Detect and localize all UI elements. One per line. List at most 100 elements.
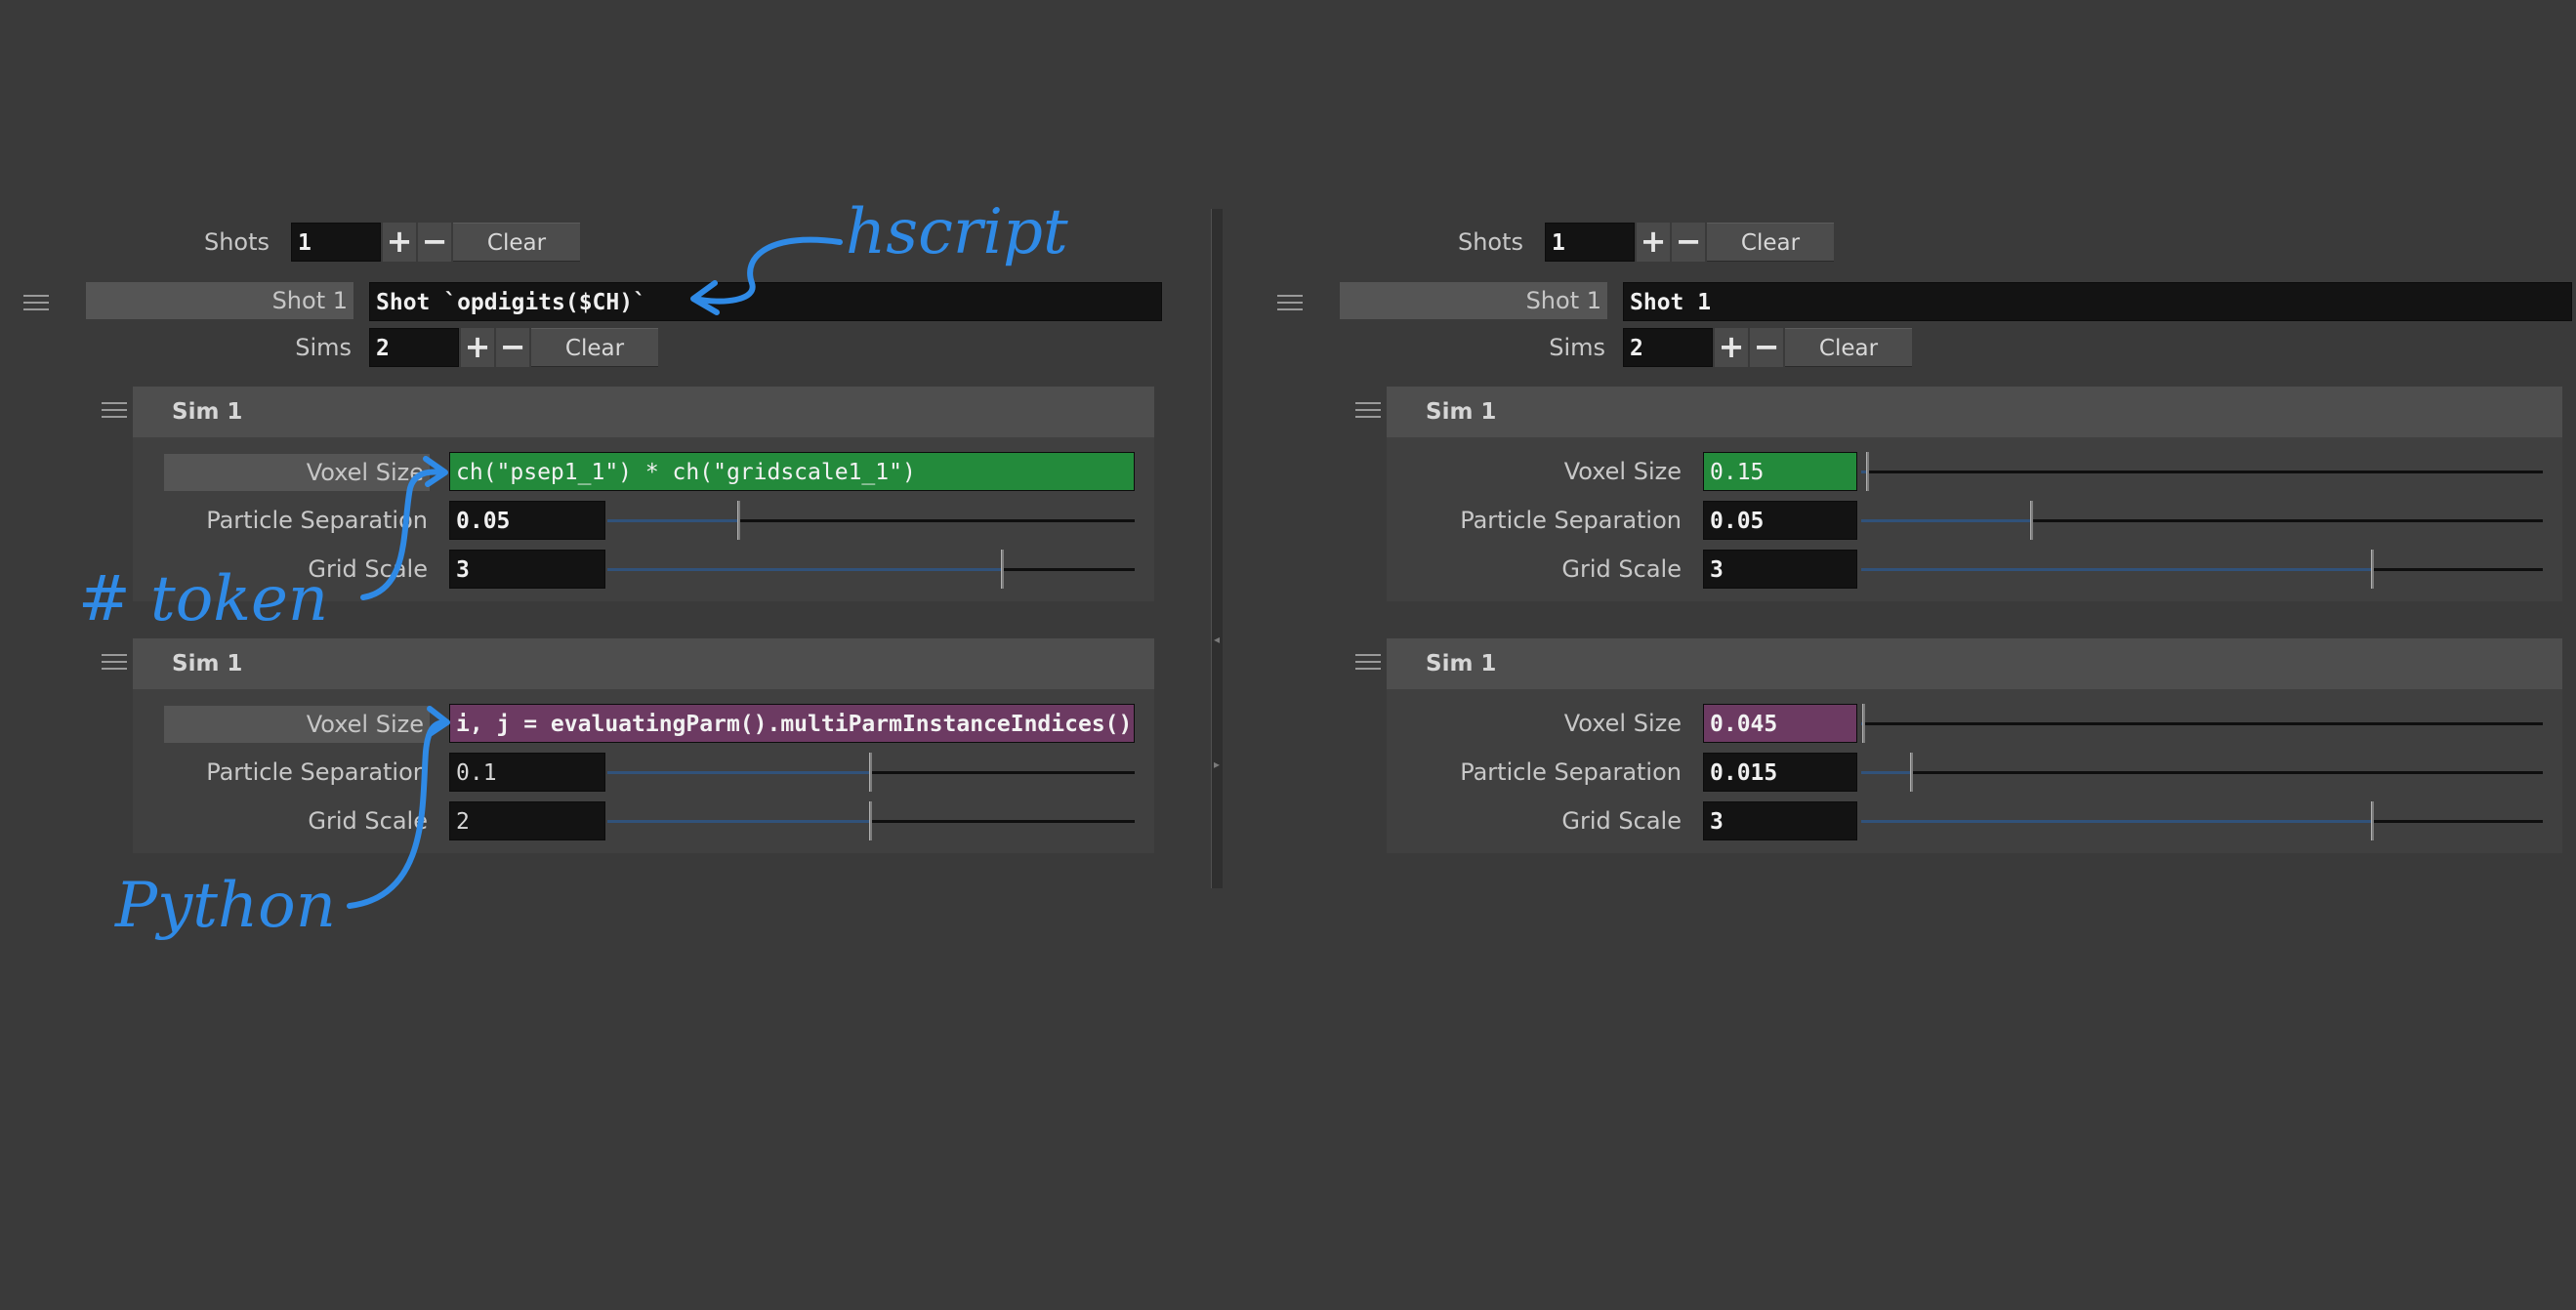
particle-separation-label: Particle Separation: [1460, 758, 1682, 786]
voxel-size-slider[interactable]: [1861, 452, 2543, 491]
slider-handle[interactable]: [737, 501, 740, 540]
grid-scale-slider[interactable]: [607, 550, 1135, 589]
slider-fill: [607, 568, 1003, 571]
shots-label: Shots: [203, 228, 270, 256]
collapse-right-arrow-icon[interactable]: ▸: [1214, 757, 1221, 771]
sims-count-field[interactable]: 2: [1623, 328, 1713, 367]
voxel-size-field[interactable]: 0.15: [1703, 452, 1857, 491]
slider-handle[interactable]: [1865, 452, 1869, 491]
sim-2-menu-icon[interactable]: [1355, 654, 1381, 674]
token-arrow: [360, 469, 444, 600]
grid-scale-field[interactable]: 3: [1703, 801, 1857, 840]
slider-track[interactable]: [1861, 820, 2543, 823]
slider-track[interactable]: [1861, 568, 2543, 571]
slider-fill: [607, 771, 871, 774]
slider-handle[interactable]: [2370, 550, 2374, 589]
shots-count-field[interactable]: 1: [1545, 223, 1635, 262]
voxel-size-label: Voxel Size: [164, 454, 430, 491]
grid-scale-field[interactable]: 2: [449, 801, 605, 840]
particle-separation-label: Particle Separation: [206, 507, 428, 534]
particle-separation-slider[interactable]: [607, 753, 1135, 792]
shots-label: Shots: [1457, 228, 1523, 256]
slider-track[interactable]: [607, 519, 1135, 522]
sims-remove-button[interactable]: −: [496, 328, 529, 367]
slider-handle[interactable]: [2370, 801, 2374, 840]
sims-clear-button[interactable]: Clear: [1785, 328, 1912, 367]
sim-header[interactable]: Sim 1: [1387, 638, 2562, 689]
slider-handle[interactable]: [1862, 704, 1866, 743]
voxel-size-label: Voxel Size: [164, 706, 430, 743]
sim-header[interactable]: Sim 1: [133, 638, 1154, 689]
voxel-size-field[interactable]: 0.045: [1703, 704, 1857, 743]
shot-menu-icon[interactable]: [1277, 295, 1303, 314]
grid-scale-slider[interactable]: [1861, 801, 2543, 840]
grid-scale-slider[interactable]: [1861, 550, 2543, 589]
sims-label: Sims: [1549, 334, 1605, 361]
particle-separation-field[interactable]: 0.05: [1703, 501, 1857, 540]
shot-name-field[interactable]: Shot `opdigits($CH)`: [369, 282, 1162, 321]
grid-scale-field[interactable]: 3: [1703, 550, 1857, 589]
sim-header[interactable]: Sim 1: [1387, 387, 2562, 437]
token-arrowhead: [423, 456, 448, 487]
slider-handle[interactable]: [1001, 550, 1004, 589]
grid-scale-label: Grid Scale: [1561, 807, 1682, 835]
particle-separation-slider[interactable]: [1861, 753, 2543, 792]
sims-add-button[interactable]: +: [461, 328, 494, 367]
voxel-size-expression-field[interactable]: ch("psep1_1") * ch("gridscale1_1"): [449, 452, 1135, 491]
slider-handle[interactable]: [2029, 501, 2033, 540]
shots-add-button[interactable]: +: [1637, 223, 1670, 262]
sims-add-button[interactable]: +: [1715, 328, 1748, 367]
collapse-left-arrow-icon[interactable]: ◂: [1214, 633, 1221, 646]
sim-1-menu-icon[interactable]: [1355, 402, 1381, 422]
slider-track[interactable]: [1861, 519, 2543, 522]
shots-add-button[interactable]: +: [383, 223, 416, 262]
shot-name-field[interactable]: Shot 1: [1623, 282, 2572, 321]
pane-divider[interactable]: [1211, 209, 1223, 888]
grid-scale-label: Grid Scale: [1561, 555, 1682, 583]
grid-scale-label: Grid Scale: [308, 807, 428, 835]
slider-handle[interactable]: [869, 801, 872, 840]
shots-remove-button[interactable]: −: [418, 223, 451, 262]
particle-separation-field[interactable]: 0.1: [449, 753, 605, 792]
grid-scale-slider[interactable]: [607, 801, 1135, 840]
grid-scale-field[interactable]: 3: [449, 550, 605, 589]
slider-track[interactable]: [1861, 471, 2543, 473]
python-arrow: [347, 719, 448, 909]
sim-1-menu-icon[interactable]: [102, 402, 127, 422]
particle-separation-slider[interactable]: [607, 501, 1135, 540]
slider-track[interactable]: [607, 568, 1135, 571]
voxel-size-label: Voxel Size: [1563, 458, 1682, 485]
sims-clear-button[interactable]: Clear: [531, 328, 658, 367]
hscript-arrow: [692, 236, 843, 305]
voxel-size-label: Voxel Size: [1563, 710, 1682, 737]
hscript-arrowhead: [690, 280, 720, 315]
shot-menu-icon[interactable]: [23, 295, 49, 314]
particle-separation-field[interactable]: 0.015: [1703, 753, 1857, 792]
shots-remove-button[interactable]: −: [1672, 223, 1705, 262]
sim-header[interactable]: Sim 1: [133, 387, 1154, 437]
voxel-size-slider[interactable]: [1861, 704, 2543, 743]
shots-clear-button[interactable]: Clear: [453, 223, 580, 262]
slider-fill: [1861, 519, 2032, 522]
particle-separation-label: Particle Separation: [1460, 507, 1682, 534]
sim-2-menu-icon[interactable]: [102, 654, 127, 674]
slider-handle[interactable]: [869, 753, 872, 792]
slider-fill: [1861, 471, 1868, 473]
voxel-size-python-field[interactable]: i, j = evaluatingParm().multiParmInstanc…: [449, 704, 1135, 743]
slider-track[interactable]: [1861, 771, 2543, 774]
slider-fill: [1861, 771, 1913, 774]
sims-count-field[interactable]: 2: [369, 328, 459, 367]
shots-count-field[interactable]: 1: [291, 223, 381, 262]
shots-clear-button[interactable]: Clear: [1707, 223, 1834, 262]
sims-remove-button[interactable]: −: [1750, 328, 1783, 367]
particle-separation-slider[interactable]: [1861, 501, 2543, 540]
grid-scale-label: Grid Scale: [308, 555, 428, 583]
shot-1-label: Shot 1: [86, 282, 353, 319]
sims-label: Sims: [295, 334, 352, 361]
slider-handle[interactable]: [1910, 753, 1914, 792]
shot-1-label: Shot 1: [1340, 282, 1607, 319]
hscript-annotation: hscript: [846, 196, 1068, 268]
particle-separation-field[interactable]: 0.05: [449, 501, 605, 540]
particle-separation-label: Particle Separation: [206, 758, 428, 786]
